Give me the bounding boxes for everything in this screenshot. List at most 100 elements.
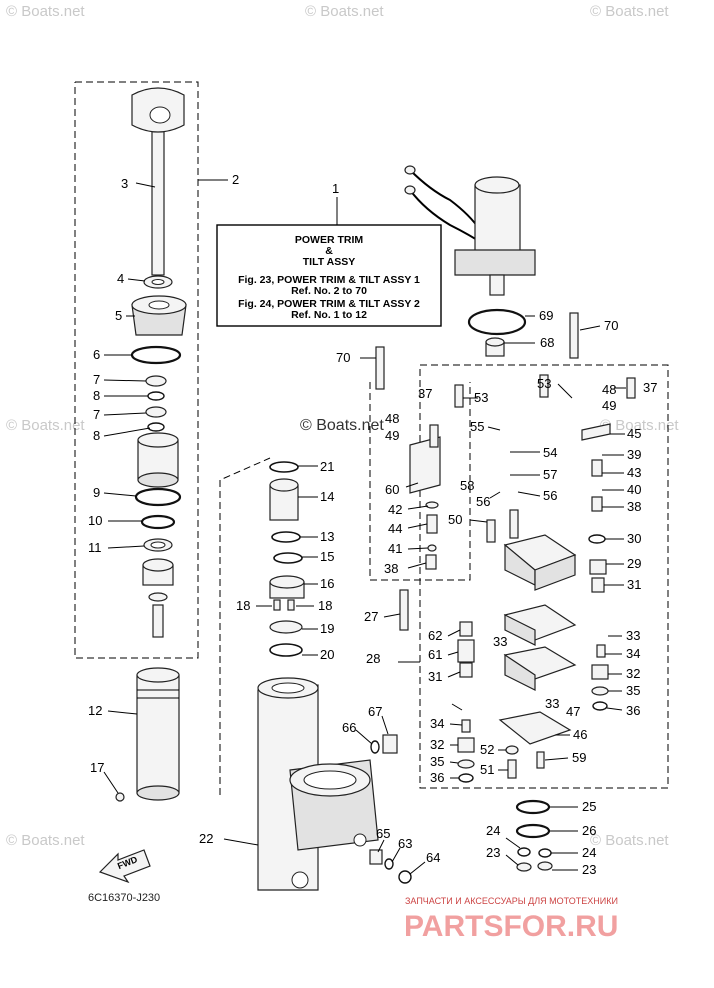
part-52-washer [505,745,519,755]
callout: 3 [121,176,128,191]
part-62-valve [459,621,473,637]
part-8-o-ring [147,422,165,432]
callout: 68 [540,335,554,350]
part-34-spring [461,719,471,733]
callout: 18 [318,598,332,613]
part-block-lower [503,646,577,691]
watermark: © Boats.net [600,417,679,434]
callout: 33 [626,628,640,643]
part-valve-body [142,558,174,586]
callout: 56 [476,494,490,509]
part-7-washer [145,406,167,418]
part-31-check [591,577,605,593]
callout: 58 [460,478,474,493]
part-7-washer [145,375,167,387]
part-24-ring [517,847,531,857]
fwd-arrow: FWD [98,849,151,884]
watermark: © Boats.net [305,3,384,20]
footer-logo: PARTSFOR.RU [404,910,618,943]
part-34-spring [596,644,606,658]
part-35-washer [591,686,609,696]
callout: 8 [93,428,100,443]
callout: 7 [93,407,100,422]
callout: 23 [486,845,500,860]
callout: 24 [582,845,596,860]
callout: 70 [336,350,350,365]
callout: 32 [626,666,640,681]
part-5-cap [131,295,187,336]
watermark: © Boats.net [590,3,669,20]
part-37-bolt [429,424,439,448]
part-17-pin [115,792,125,802]
part-20-snap-ring [269,643,303,657]
part-68-filter [485,337,505,357]
callout: 61 [428,647,442,662]
callout: 27 [364,609,378,624]
callout: 65 [376,826,390,841]
part-61-valve [457,639,475,663]
sub-group [369,382,471,581]
callout: 17 [90,760,104,775]
part-piston [137,432,179,488]
part-26-seal [515,823,551,839]
callout: 57 [543,467,557,482]
part-21-o-ring [269,461,299,473]
watermark: © Boats.net [6,832,85,849]
part-block-upper [503,534,577,591]
callout: 41 [388,541,402,556]
part-30-ring [588,534,606,544]
group-ref-2 [74,81,228,659]
part-6-o-ring [130,345,182,365]
callout: 21 [320,459,334,474]
part-65-fitting [369,849,412,884]
part-9-o-ring [134,487,182,507]
part-66-o-ring [370,740,380,754]
info-line: POWER TRIM [295,234,363,246]
part-12-tilt-cylinder [136,667,180,801]
callout: 1 [332,181,339,196]
part-4-washer [143,275,173,289]
part-38-pin [591,496,603,512]
part-46-plate [498,711,572,745]
callout: 46 [573,727,587,742]
callout: 32 [430,737,444,752]
part-36-ring [592,701,608,711]
callout: 36 [430,770,444,785]
part-41-ball [427,544,437,552]
callout: 30 [627,531,641,546]
callout: 28 [366,651,380,666]
part-31-check [459,662,473,678]
callout: 53 [474,390,488,405]
callout: 2 [232,172,239,187]
part-11-seal [143,538,173,552]
part-washer [148,592,168,602]
part-37-bolt [626,377,636,399]
part-25-seal [515,799,551,815]
callout: 24 [486,823,500,838]
part-15-snap-ring [273,552,303,564]
callout: 26 [582,823,596,838]
watermark: © Boats.net [590,832,669,849]
callout: 29 [627,556,641,571]
callout: 34 [430,716,444,731]
part-bolt [152,604,164,638]
callout: 40 [627,482,641,497]
part-14-plunger [269,478,299,521]
callout: 23 [582,862,596,877]
part-22-cylinder-body [257,677,379,891]
callout: 56 [543,488,557,503]
callout: 38 [627,499,641,514]
footer-caption: ЗАПЧАСТИ И АКСЕССУАРЫ ДЛЯ МОТОТЕХНИКИ [405,896,618,906]
part-32-valve [457,737,475,753]
info-line: TILT ASSY [303,256,356,268]
callout: 37 [418,386,432,401]
info-line: Ref. No. 2 to 70 [291,285,367,297]
callout: 55 [470,419,484,434]
part-38-pin [425,554,437,570]
part-51-bolt [507,759,517,779]
callout: 37 [643,380,657,395]
callout: 35 [626,683,640,698]
part-23-washer [516,862,532,872]
callout: 49 [602,398,616,413]
